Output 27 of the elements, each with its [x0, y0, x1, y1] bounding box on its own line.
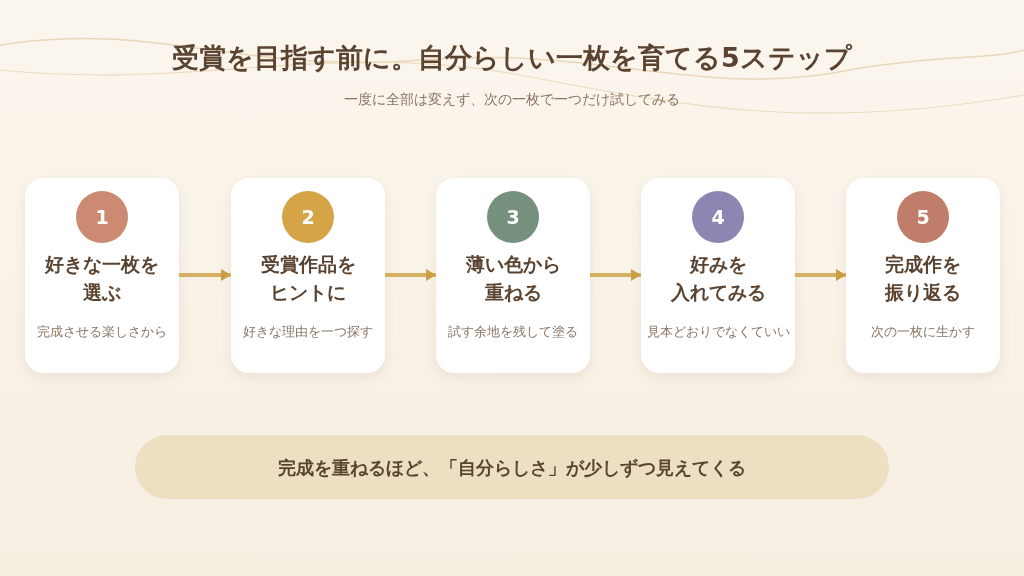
step-title: 好みを入れてみる: [669, 252, 767, 305]
arrow: [179, 269, 231, 281]
step-card: [641, 178, 795, 373]
step-description: 好きな理由を一つ探す: [242, 324, 374, 341]
subtitle: 一度に全部は変えず、次の一枚で一つだけ試してみる: [344, 91, 680, 109]
step-description: 完成させる楽しさから: [36, 324, 168, 341]
step-card: [846, 178, 1000, 373]
step-number-badge: 5: [897, 191, 949, 243]
step-card: [25, 178, 179, 373]
arrow: [795, 269, 846, 281]
step-title: 完成作を振り返る: [883, 252, 962, 305]
step-description: 試す余地を残して塗る: [447, 324, 579, 341]
arrow: [385, 269, 436, 281]
step-number-badge: 1: [76, 191, 128, 243]
step-title: 受賞作品をヒントに: [259, 252, 357, 305]
step-card: [231, 178, 385, 373]
step-title: 薄い色から重ねる: [464, 252, 562, 305]
summary-text: 完成を重ねるほど、「自分らしさ」が少しずつ見えてくる: [277, 456, 747, 480]
step-description: 見本どおりでなくていい: [645, 324, 791, 341]
arrow: [590, 269, 641, 281]
title: 受賞を目指す前に。自分らしい一枚を育てる5ステップ: [172, 41, 852, 75]
step-number-badge: 4: [692, 191, 744, 243]
step-number-badge: 2: [282, 191, 334, 243]
step-card: [436, 178, 590, 373]
step-number-badge: 3: [487, 191, 539, 243]
step-title: 好きな一枚を選ぶ: [43, 252, 160, 305]
step-description: 次の一枚に生かす: [870, 324, 976, 341]
